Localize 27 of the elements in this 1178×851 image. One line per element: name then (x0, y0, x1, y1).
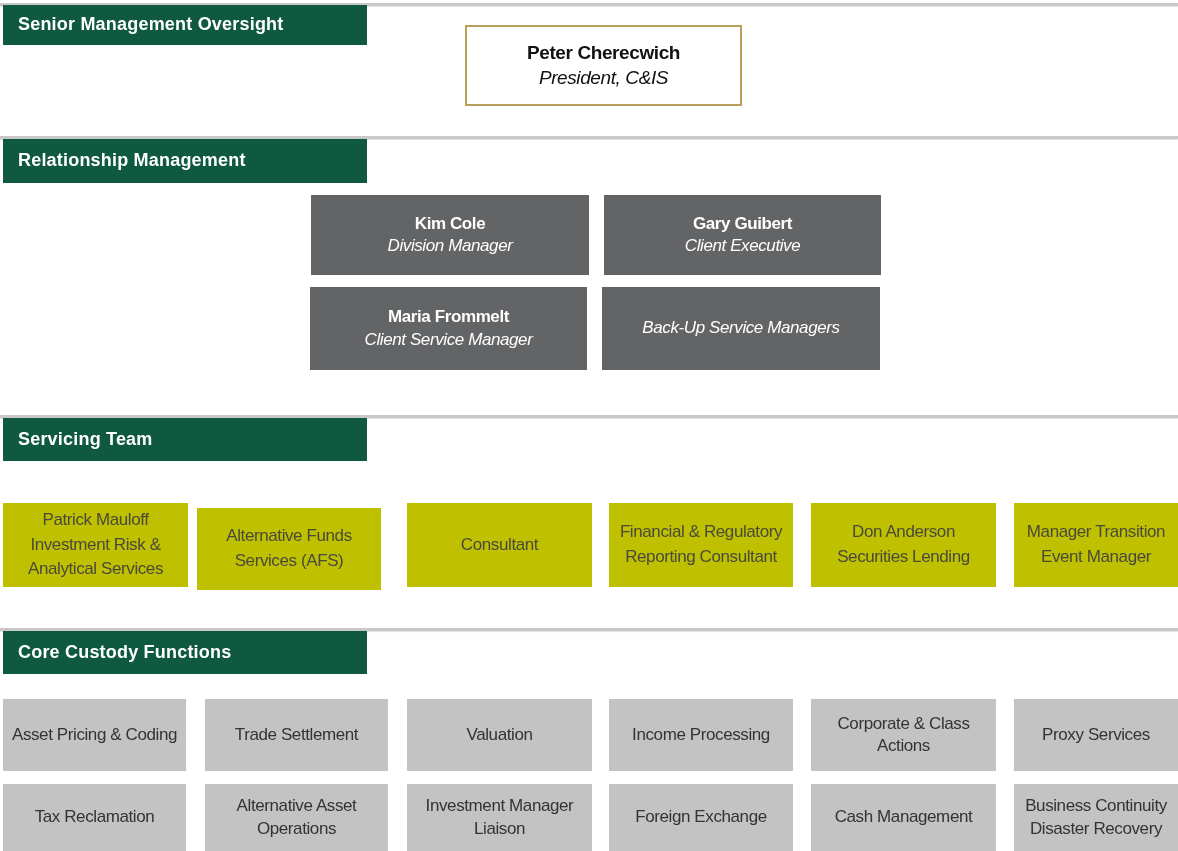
function-box: Valuation (407, 699, 592, 771)
service-box: Consultant (407, 503, 592, 587)
person-box: Kim Cole Division Manager (311, 195, 589, 275)
executive-box: Peter Cherecwich President, C&IS (465, 25, 742, 106)
function-box: Foreign Exchange (609, 784, 793, 851)
service-box: Patrick Mauloff Investment Risk & Analytical Services (3, 503, 188, 587)
role-box: Back-Up Service Managers (602, 287, 880, 370)
function-box: Investment Manager Liaison (407, 784, 592, 851)
service-box: Alternative Funds Services (AFS) (197, 508, 381, 590)
function-box: Business Continuity Disaster Recovery (1014, 784, 1178, 851)
service-box: Financial & Regulatory Reporting Consultant (609, 503, 793, 587)
function-box: Asset Pricing & Coding (3, 699, 186, 771)
section-header: Relationship Management (3, 139, 367, 183)
service-box: Don Anderson Securities Lending (811, 503, 996, 587)
function-box: Corporate & Class Actions (811, 699, 996, 771)
section-header: Core Custody Functions (3, 631, 367, 674)
function-box: Trade Settlement (205, 699, 388, 771)
section-header: Servicing Team (3, 418, 367, 461)
person-box: Maria Frommelt Client Service Manager (310, 287, 587, 370)
section-header: Senior Management Oversight (3, 5, 367, 45)
function-box: Cash Management (811, 784, 996, 851)
function-box: Alternative Asset Operations (205, 784, 388, 851)
person-box: Gary Guibert Client Executive (604, 195, 881, 275)
function-box: Income Processing (609, 699, 793, 771)
service-box: Manager Transition Event Manager (1014, 503, 1178, 587)
function-box: Proxy Services (1014, 699, 1178, 771)
function-box: Tax Reclamation (3, 784, 186, 851)
